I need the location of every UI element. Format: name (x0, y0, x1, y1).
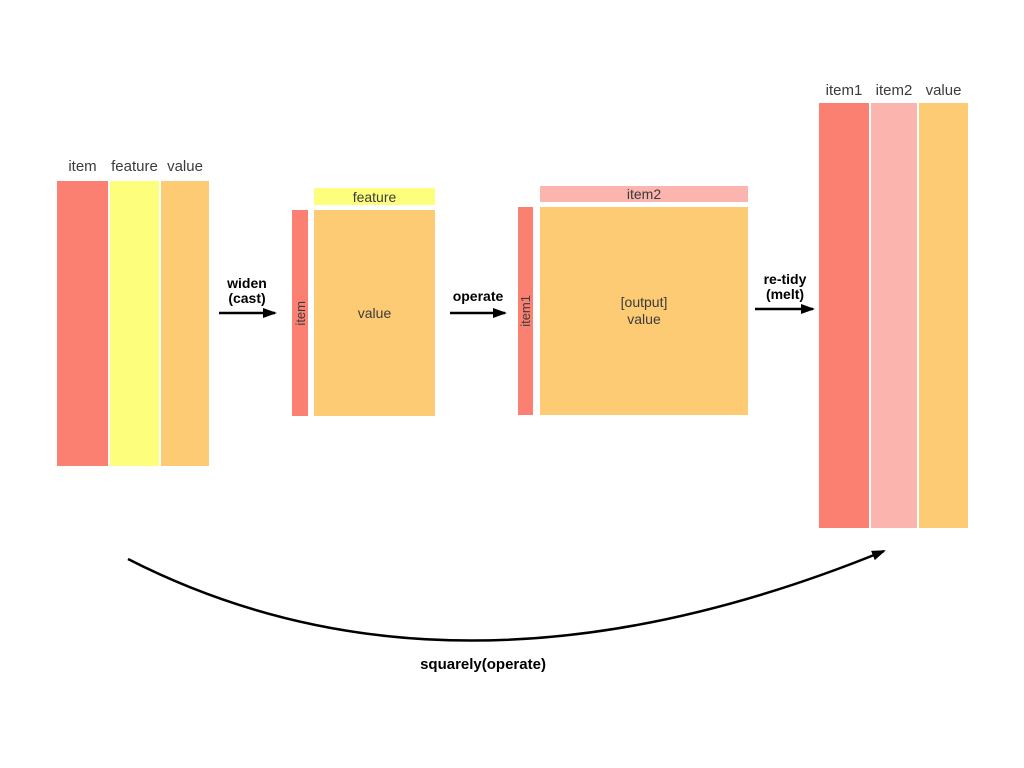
item1-column-swatch (819, 103, 869, 528)
squarely-curved-arrow (127, 549, 886, 642)
column-header-value: value (925, 82, 962, 99)
output-matrix-body: [output] value (540, 207, 748, 415)
column-header-value: value (167, 158, 203, 175)
cast-matrix-body-label: value (357, 304, 392, 321)
cast-matrix-body: value (314, 210, 435, 416)
column-header-item1: item1 (825, 82, 863, 99)
output-matrix-row-bar: item1 (518, 207, 533, 415)
column-header-item: item (68, 158, 97, 175)
retidy-arrow-label: re-tidy (melt) (737, 272, 833, 302)
tidy-input-table: item feature value (57, 157, 209, 466)
output-matrix-row-label: item1 (518, 295, 533, 327)
output-matrix: item2 item1 [output] value (518, 186, 748, 415)
cast-matrix: feature item value (292, 188, 435, 416)
value-column-swatch (919, 103, 968, 528)
output-matrix-col-bar: item2 (540, 186, 748, 202)
cast-matrix-col-bar: feature (314, 188, 435, 205)
operate-arrow-label: operate (430, 289, 526, 304)
tidy-output-columns (819, 103, 968, 528)
cast-matrix-col-label: feature (352, 188, 397, 205)
tidy-output-header-row: item1 item2 value (819, 81, 968, 101)
column-header-item2: item2 (875, 82, 913, 99)
widen-arrow-label-line2: (cast) (228, 290, 266, 306)
squarely-arrow-label: squarely(operate) (420, 656, 546, 673)
tidy-input-header-row: item feature value (57, 157, 209, 177)
item2-column-swatch (871, 103, 917, 528)
column-header-feature: feature (111, 158, 158, 175)
widen-arrow-label: widen (cast) (199, 276, 295, 306)
output-matrix-body-label-line2: value (627, 311, 661, 327)
value-column-swatch (161, 181, 209, 466)
widen-arrow-label-line1: widen (227, 275, 267, 291)
item-column-swatch (57, 181, 108, 466)
cast-matrix-row-bar: item (292, 210, 308, 416)
retidy-arrow-label-line1: re-tidy (763, 271, 807, 287)
operate-arrow-label-line1: operate (452, 288, 504, 304)
output-matrix-col-label: item2 (626, 186, 662, 202)
tidy-input-columns (57, 181, 209, 466)
cast-matrix-row-label: item (292, 300, 308, 326)
feature-column-swatch (110, 181, 159, 466)
tidy-output-table: item1 item2 value (819, 81, 968, 528)
retidy-arrow-label-line2: (melt) (765, 286, 805, 302)
output-matrix-body-label-line1: [output] (620, 294, 668, 310)
